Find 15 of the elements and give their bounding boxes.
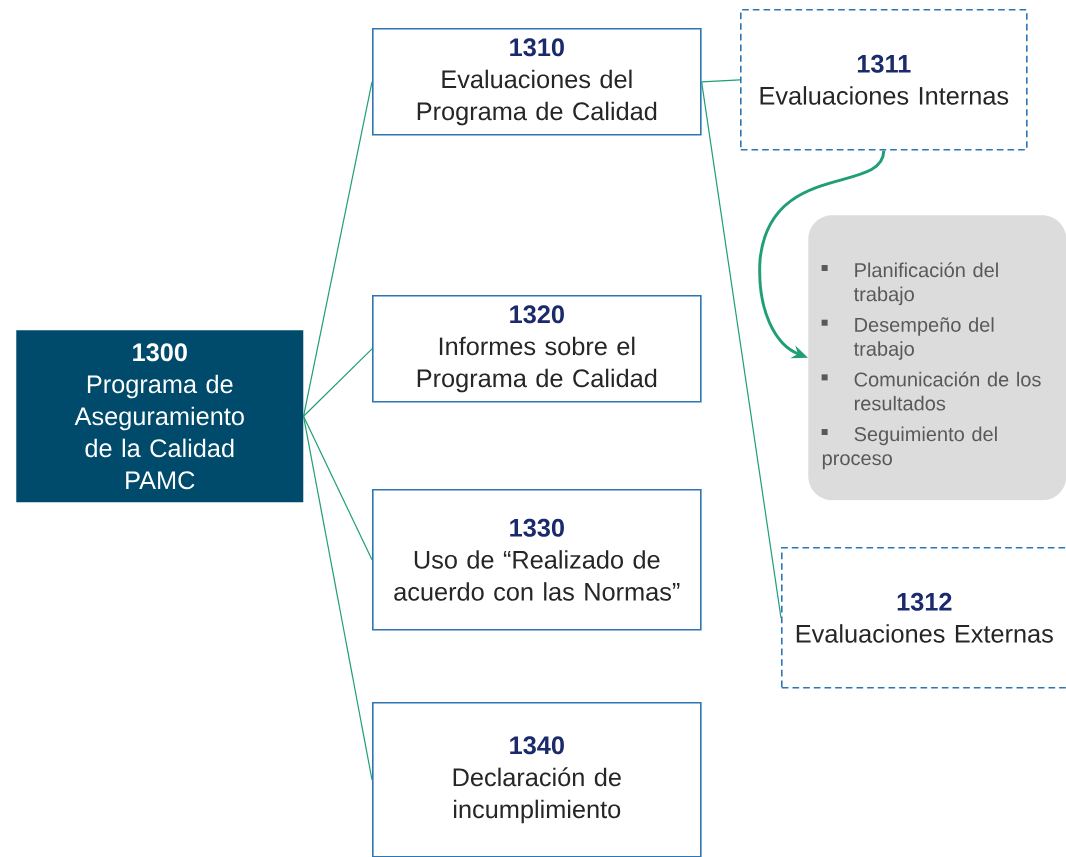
- process-box: 1320 Informes sobre el Programa de Calidad: [372, 295, 702, 403]
- dashed-box: 1311 Evaluaciones Internas: [740, 9, 1028, 151]
- connector-line: [302, 348, 373, 417]
- title-box: 1300 Programa de Aseguramiento de la Calidad PAMC: [16, 330, 304, 503]
- connector-line: [701, 81, 782, 619]
- process-box: 1340 Declaración de incumplimiento: [372, 702, 702, 857]
- process-box: 1330 Uso de “Realizado de acuerdo con las Normas”: [372, 489, 702, 631]
- curved-arrow: [758, 150, 886, 359]
- connector-line: [302, 415, 373, 781]
- process-box: 1310 Evaluaciones del Programa de Calidad: [372, 28, 702, 136]
- dashed-box: 1312 Evaluaciones Externas: [781, 547, 1066, 689]
- connector-line: [302, 415, 373, 561]
- connector-line: [302, 81, 373, 417]
- connector-line: [701, 79, 741, 83]
- bullet-list-box: Planificación del trabajo Desempeño del trabajo Comunicación de los resultados Seguimiento del proceso: [808, 215, 1066, 501]
